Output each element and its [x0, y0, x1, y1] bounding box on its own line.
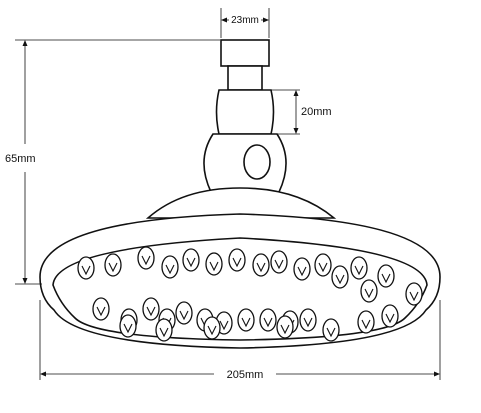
nozzle — [104, 253, 122, 277]
nozzle — [142, 297, 160, 321]
ball-joint — [203, 133, 287, 193]
label-top-width: 23mm — [231, 15, 259, 26]
nozzle — [203, 316, 221, 340]
nozzle — [293, 257, 311, 281]
nozzle — [360, 279, 378, 303]
nozzle — [381, 304, 399, 328]
nozzle — [175, 301, 193, 325]
nozzle — [299, 308, 317, 332]
nozzle — [137, 246, 155, 270]
nozzle — [357, 310, 375, 334]
nozzle — [182, 248, 200, 272]
nozzle — [252, 253, 270, 277]
dimension-neck-height: 20mm — [271, 89, 332, 135]
nozzle — [259, 308, 277, 332]
nozzle — [205, 252, 223, 276]
label-neck-height: 20mm — [301, 106, 332, 118]
nozzle — [405, 282, 423, 306]
dimension-head-width: 205mm — [39, 300, 441, 381]
nozzle — [228, 248, 246, 272]
nozzle — [155, 318, 173, 342]
nozzle — [350, 256, 368, 280]
top-connector — [215, 39, 275, 135]
label-head-width: 205mm — [227, 369, 264, 381]
nozzle — [161, 255, 179, 279]
nozzle — [377, 264, 395, 288]
nozzle — [322, 318, 340, 342]
dimension-top-width: 23mm — [220, 8, 270, 38]
nozzle — [270, 250, 288, 274]
nozzle — [314, 253, 332, 277]
nozzle — [119, 314, 137, 338]
spray-nozzles — [77, 246, 423, 342]
nozzle — [237, 308, 255, 332]
nozzle — [331, 265, 349, 289]
dimension-total-height: 65mm — [5, 39, 220, 285]
nozzle — [276, 315, 294, 339]
nozzle — [77, 256, 95, 280]
label-total-height: 65mm — [5, 153, 36, 165]
nozzle — [92, 297, 110, 321]
